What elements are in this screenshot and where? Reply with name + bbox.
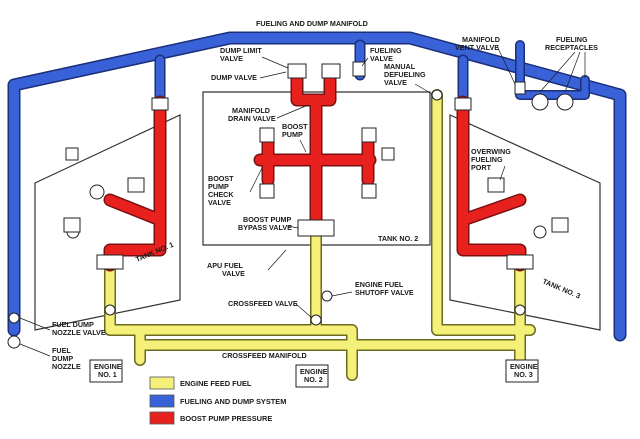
label-boost-check-4: VALVE <box>208 198 231 207</box>
tank1-pump-b <box>127 177 145 193</box>
tank3-vent-right <box>381 147 395 161</box>
tank-1-panel <box>34 114 181 331</box>
engine-1-label-b: NO. 1 <box>98 370 117 379</box>
legend-label-dump: FUELING AND DUMP SYSTEM <box>180 397 286 406</box>
engine-3-box <box>505 359 539 383</box>
engine-2-label-a: ENGINE <box>300 367 328 376</box>
tank2-pump-tr <box>361 127 377 143</box>
label-dump-nozzle-3: NOZZLE <box>52 362 81 371</box>
label-dump-nozzle-2: DUMP <box>52 354 73 363</box>
label-apu-fuel-1: APU FUEL <box>207 261 244 270</box>
tank2-pump-bl <box>259 183 275 199</box>
label-apu-fuel-2: VALVE <box>222 269 245 278</box>
label-manual-defueling-2: DEFUELING <box>384 70 426 79</box>
tank1-pump-a <box>63 217 81 233</box>
tank2-pump-tl <box>259 127 275 143</box>
tank3-pump-a <box>487 177 505 193</box>
manifold-vent-valve <box>514 81 526 95</box>
components <box>7 61 574 349</box>
label-manual-defueling-1: MANUAL <box>384 62 416 71</box>
engine-fuel-shutoff-valve <box>321 290 333 302</box>
label-dump-limit-valve-2: VALVE <box>220 54 243 63</box>
label-engine-shutoff-1: ENGINE FUEL <box>355 280 404 289</box>
label-boost-pump-1: BOOST <box>282 122 308 131</box>
tank1-vent-left <box>65 147 79 161</box>
tank3-pump-b <box>551 217 569 233</box>
dump-valve-right <box>321 63 341 79</box>
engine-2-label-b: NO. 2 <box>304 375 323 384</box>
fueling-receptacle-1 <box>531 93 549 111</box>
label-boost-pump-2: PUMP <box>282 130 303 139</box>
dump-valve-left <box>287 63 307 79</box>
label-dump-nozzle-1: FUEL <box>52 346 71 355</box>
label-boost-check-2: PUMP <box>208 182 229 191</box>
label-fueling-receptacles-2: RECEPTACLES <box>545 43 598 52</box>
label-dump-limit-valve-1: DUMP LIMIT <box>220 46 262 55</box>
label-manual-defueling-3: VALVE <box>384 78 407 87</box>
fuel-dump-nozzle-valve <box>8 312 20 324</box>
label-fueling-valve-2: VALVE <box>370 54 393 63</box>
engine-feed-pipes <box>104 89 536 381</box>
label-boost-check-1: BOOST <box>208 174 234 183</box>
engine-3-label-b: NO. 3 <box>514 370 533 379</box>
label-bypass-2: BYPASS VALVE <box>238 223 292 232</box>
tank1-valve-top <box>151 97 169 111</box>
fueling-receptacle-2 <box>556 93 574 111</box>
legend-swatch-dump <box>149 394 175 408</box>
label-overwing-2: FUELING <box>471 155 503 164</box>
engine-2-box <box>295 364 329 388</box>
tank3-feed-valve <box>514 304 526 316</box>
label-dump-valve: DUMP VALVE <box>211 73 257 82</box>
label-boost-check-3: CHECK <box>208 190 234 199</box>
engine-boxes <box>89 359 539 388</box>
label-crossfeed-manifold: CROSSFEED MANIFOLD <box>222 351 307 360</box>
tank1-feed-valve <box>104 304 116 316</box>
boost-pump-bypass-valve-box <box>297 219 335 237</box>
manual-defueling-valve <box>431 89 443 101</box>
tank1-pump-box <box>96 254 124 270</box>
diagram-title: FUELING AND DUMP MANIFOLD <box>256 19 368 28</box>
label-overwing-3: PORT <box>471 163 492 172</box>
label-manifold-vent-2: VENT VALVE <box>455 43 499 52</box>
label-dump-nozzle-valve-1: FUEL DUMP <box>52 320 94 329</box>
fuel-dump-nozzle <box>7 335 21 349</box>
tank3-pump-box <box>506 254 534 270</box>
tank-3-panel <box>449 114 601 331</box>
boost-pressure-pipes <box>103 65 527 272</box>
engine-1-label-a: ENGINE <box>94 362 122 371</box>
tank3-valve-top <box>454 97 472 111</box>
tank2-pump-br <box>361 183 377 199</box>
label-overwing-1: OVERWING <box>471 147 511 156</box>
label-crossfeed-valve: CROSSFEED VALVE <box>228 299 298 308</box>
tank-2-label: TANK NO. 2 <box>378 234 418 243</box>
label-manifold-drain-2: DRAIN VALVE <box>228 114 276 123</box>
label-manifold-drain-1: MANIFOLD <box>232 106 270 115</box>
engine-3-label-a: ENGINE <box>510 362 538 371</box>
overwing-fueling-port-tank1 <box>89 184 105 200</box>
label-fueling-receptacles-1: FUELING <box>556 35 588 44</box>
crossfeed-valve <box>310 314 322 326</box>
engine-1-box <box>89 359 123 383</box>
component-labels: DUMP LIMIT VALVE DUMP VALVE FUELING VALV… <box>52 35 598 371</box>
label-bypass-1: BOOST PUMP <box>243 215 292 224</box>
dump-manifold-pipes <box>7 31 627 342</box>
label-fueling-valve-1: FUELING <box>370 46 402 55</box>
legend: ENGINE FEED FUEL FUELING AND DUMP SYSTEM… <box>149 376 286 425</box>
label-engine-shutoff-2: SHUTOFF VALVE <box>355 288 414 297</box>
legend-label-boost: BOOST PUMP PRESSURE <box>180 414 272 423</box>
legend-swatch-boost <box>149 411 175 425</box>
label-manifold-vent-1: MANIFOLD <box>462 35 500 44</box>
boost-pump-right-cap <box>533 225 547 239</box>
legend-label-feed: ENGINE FEED FUEL <box>180 379 252 388</box>
legend-swatch-feed <box>149 376 175 390</box>
leader-lines <box>19 45 586 357</box>
label-dump-nozzle-valve-2: NOZZLE VALVE <box>52 328 106 337</box>
